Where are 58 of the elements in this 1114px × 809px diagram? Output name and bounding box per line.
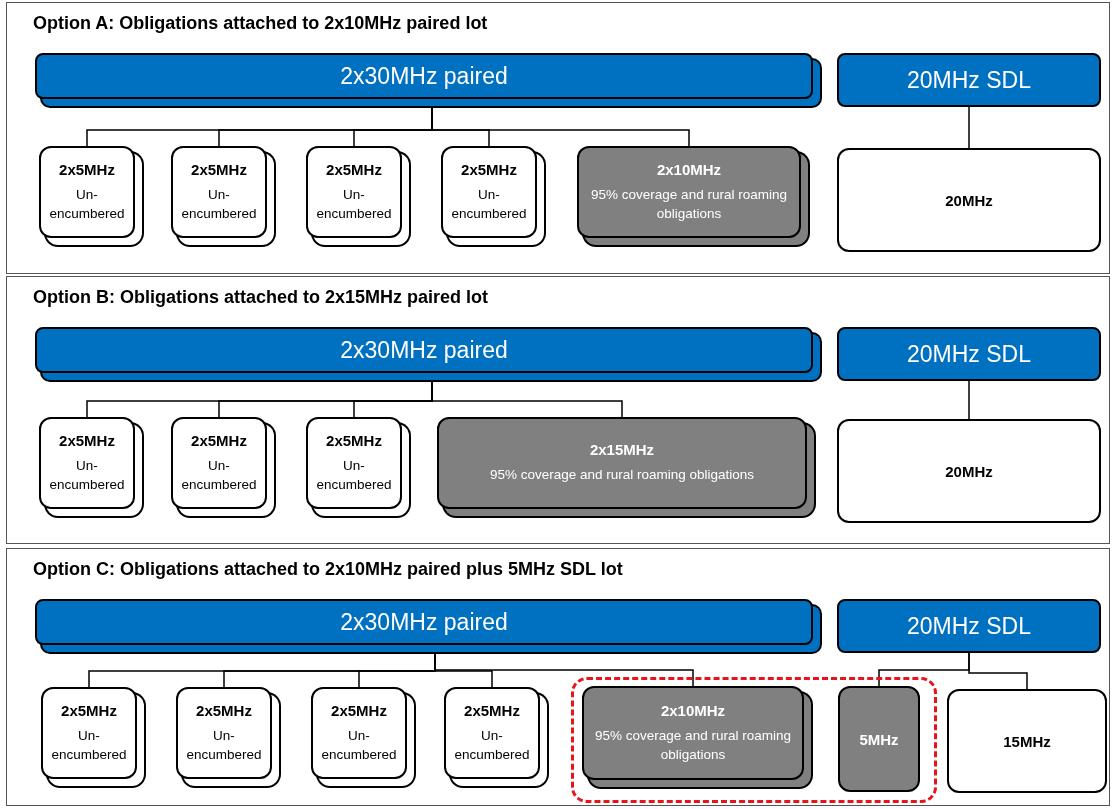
lot-description: Un- encumbered [315, 186, 393, 223]
lot-label: 5MHz [859, 730, 899, 748]
lot-label: 2x5MHz [326, 161, 382, 179]
lot-box [837, 419, 1101, 523]
lot-label: 2x5MHz [196, 702, 252, 720]
connector-line [434, 651, 694, 687]
lot-label: 2x5MHz [59, 432, 115, 450]
lot-description: Un- encumbered [320, 727, 398, 764]
option-panel [6, 2, 1110, 274]
lot-box [947, 689, 1107, 793]
band-label: 20MHz SDL [907, 66, 1031, 94]
lot-description: Un- encumbered [48, 457, 126, 494]
lot-description: 95% coverage and rural roaming obligations [590, 186, 788, 223]
option-panel [6, 276, 1110, 544]
lot-description: Un- encumbered [185, 727, 263, 764]
lot-description: Un- encumbered [315, 457, 393, 494]
lot-label: 2x5MHz [326, 432, 382, 450]
lot-label: 15MHz [1003, 732, 1051, 750]
spectrum-band [837, 53, 1101, 107]
lot-description: 95% coverage and rural roaming obligations [489, 466, 755, 485]
band-label: 2x30MHz paired [340, 62, 508, 90]
lot-label: 2x5MHz [191, 432, 247, 450]
lot-description: Un- encumbered [48, 186, 126, 223]
lot-label: 2x15MHz [589, 441, 655, 459]
spectrum-band [837, 599, 1101, 653]
lot-label: 2x5MHz [461, 161, 517, 179]
lot-label: 2x5MHz [464, 702, 520, 720]
lot-label: 2x5MHz [191, 161, 247, 179]
connector-line [968, 106, 970, 149]
obligation-lot-box [838, 686, 920, 792]
band-label: 20MHz SDL [907, 612, 1031, 640]
lot-label: 20MHz [945, 191, 993, 209]
lot-label: 2x10MHz [656, 161, 722, 179]
connector-line [968, 652, 1028, 690]
lot-description: 95% coverage and rural roaming obligations [594, 727, 792, 764]
band-label: 2x30MHz paired [340, 608, 508, 636]
connector-line [968, 380, 970, 420]
lot-description: Un- encumbered [180, 457, 258, 494]
lot-description: Un- encumbered [50, 727, 128, 764]
spectrum-band [837, 327, 1101, 381]
lot-label: 2x5MHz [61, 702, 117, 720]
lot-box [837, 148, 1101, 252]
connector-line [431, 379, 623, 418]
panel-heading: Option A: Obligations attached to 2x10MHz paired lot [33, 13, 489, 34]
panel-heading: Option C: Obligations attached to 2x10MHz paired plus 5MHz SDL lot [33, 559, 624, 580]
band-label: 2x30MHz paired [340, 336, 508, 364]
lot-label: 20MHz [945, 462, 993, 480]
lot-label: 2x10MHz [660, 702, 726, 720]
lot-label: 2x5MHz [331, 702, 387, 720]
option-panel [6, 548, 1110, 806]
lot-description: Un- encumbered [453, 727, 531, 764]
lot-description: Un- encumbered [180, 186, 258, 223]
lot-description: Un- encumbered [450, 186, 528, 223]
lot-label: 2x5MHz [59, 161, 115, 179]
highlight-outline [571, 677, 937, 803]
band-label: 20MHz SDL [907, 340, 1031, 368]
panel-heading: Option B: Obligations attached to 2x15MHz paired lot [33, 287, 490, 308]
connector-line [431, 105, 690, 147]
